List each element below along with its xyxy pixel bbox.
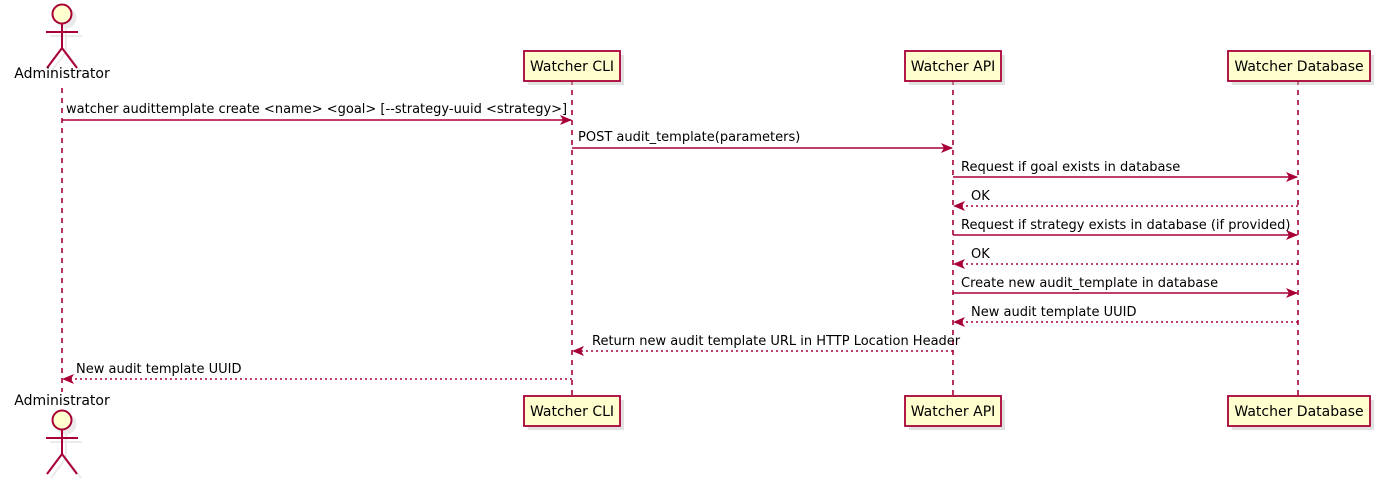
actor-label-administrator-top: Administrator bbox=[14, 66, 110, 82]
actor-label-administrator-bottom: Administrator bbox=[14, 393, 110, 409]
message-label-8: Return new audit template URL in HTTP Lo… bbox=[592, 334, 961, 349]
participant-box-watcher-database-top[interactable]: Watcher Database bbox=[1227, 50, 1374, 85]
message-5[interactable]: OK bbox=[953, 247, 1298, 269]
actor-figure-administrator bbox=[46, 3, 82, 73]
participant-box-watcher-cli-bottom[interactable]: Watcher CLI bbox=[523, 395, 624, 430]
message-label-0: watcher audittemplate create <name> <goa… bbox=[66, 102, 567, 117]
participant-label-watcher-api: Watcher API bbox=[911, 404, 996, 420]
message-label-5: OK bbox=[971, 247, 990, 262]
message-label-7: New audit template UUID bbox=[971, 305, 1136, 320]
message-1[interactable]: POST audit_template(parameters) bbox=[572, 130, 953, 153]
message-2[interactable]: Request if goal exists in database bbox=[953, 160, 1298, 182]
message-3[interactable]: OK bbox=[953, 189, 1298, 211]
actor-figure-administrator bbox=[46, 409, 82, 479]
messages-layer: watcher audittemplate create <name> <goa… bbox=[62, 102, 1298, 384]
lifelines-layer bbox=[61, 80, 1299, 396]
message-7[interactable]: New audit template UUID bbox=[953, 305, 1298, 327]
message-label-2: Request if goal exists in database bbox=[961, 160, 1180, 175]
message-label-1: POST audit_template(parameters) bbox=[578, 130, 800, 145]
participant-box-watcher-database-bottom[interactable]: Watcher Database bbox=[1227, 395, 1374, 430]
participant-box-watcher-api-top[interactable]: Watcher API bbox=[904, 50, 1005, 85]
message-6[interactable]: Create new audit_template in database bbox=[953, 276, 1298, 298]
participant-label-watcher-api: Watcher API bbox=[911, 59, 996, 75]
participant-box-watcher-api-bottom[interactable]: Watcher API bbox=[904, 395, 1005, 430]
participant-label-watcher-cli: Watcher CLI bbox=[530, 59, 614, 75]
message-4[interactable]: Request if strategy exists in database (… bbox=[953, 218, 1298, 240]
message-label-3: OK bbox=[971, 189, 990, 204]
message-8[interactable]: Return new audit template URL in HTTP Lo… bbox=[572, 334, 961, 356]
message-9[interactable]: New audit template UUID bbox=[62, 362, 572, 384]
participant-box-watcher-cli-top[interactable]: Watcher CLI bbox=[523, 50, 624, 85]
message-label-9: New audit template UUID bbox=[76, 362, 241, 377]
participant-label-watcher-cli: Watcher CLI bbox=[530, 404, 614, 420]
message-0[interactable]: watcher audittemplate create <name> <goa… bbox=[62, 102, 572, 125]
message-label-6: Create new audit_template in database bbox=[961, 276, 1218, 291]
message-label-4: Request if strategy exists in database (… bbox=[961, 218, 1290, 233]
participant-label-watcher-database: Watcher Database bbox=[1234, 404, 1363, 420]
participant-label-watcher-database: Watcher Database bbox=[1234, 59, 1363, 75]
